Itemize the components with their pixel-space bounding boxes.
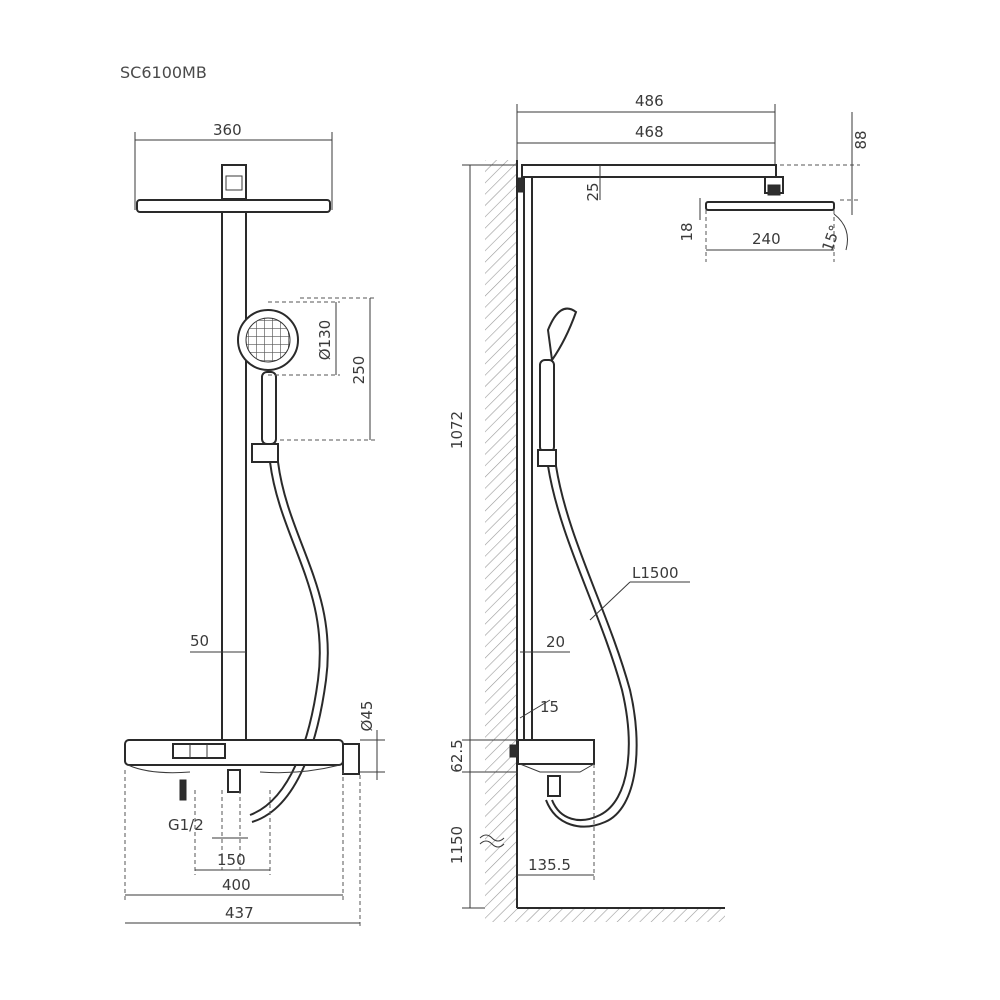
dim-hand-shower-height: 250	[350, 356, 368, 385]
dim-total-width: 437	[225, 904, 254, 922]
dim-connection: G1/2	[168, 816, 204, 834]
thermostat-shelf-front	[124, 739, 344, 766]
dim-hand-shower-diameter: Ø130	[316, 320, 334, 360]
floor	[485, 908, 725, 922]
hose-front	[249, 461, 321, 816]
dim-head-thickness: 18	[678, 222, 696, 241]
dim-inlet-spacing: 150	[217, 851, 246, 869]
shower-arm	[521, 164, 777, 178]
dim-head-offset: 88	[852, 130, 870, 149]
overhead-shower-front	[136, 199, 331, 213]
column-front	[221, 211, 247, 741]
dim-wall-offset: 135.5	[528, 856, 571, 874]
column-side	[523, 176, 533, 741]
hand-shower-holder	[251, 443, 279, 463]
model-title: SC6100MB	[120, 63, 207, 82]
dim-arm-outer: 486	[635, 92, 664, 110]
hose-side	[547, 465, 630, 821]
hand-shower-handle	[261, 371, 277, 445]
dim-shelf-height: Ø45	[358, 701, 376, 732]
dim-shelf-width: 400	[222, 876, 251, 894]
dim-arm-inner: 468	[635, 123, 664, 141]
overhead-shower-side	[705, 201, 835, 211]
dim-pipe-depth: 20	[546, 633, 565, 651]
inlet-fitting	[227, 769, 241, 793]
dim-head-width: 360	[213, 121, 242, 139]
thermostat-shelf-side	[517, 739, 595, 765]
dim-bracket-depth: 15	[540, 698, 559, 716]
dim-hose-length: L1500	[632, 564, 679, 582]
dim-head-width-side: 240	[752, 230, 781, 248]
wall	[485, 160, 517, 908]
side-view: 486 468 88 25 18 240 15° 1072	[448, 92, 870, 922]
hand-shower-side	[546, 307, 578, 363]
dim-shelf-thickness: 62.5	[448, 739, 466, 772]
dim-floor-height: 1150	[448, 826, 466, 864]
dim-arm-height: 25	[584, 182, 602, 201]
dim-column-height: 1072	[448, 411, 466, 449]
dim-pipe-width: 50	[190, 632, 209, 650]
control-buttons	[172, 743, 226, 759]
front-view: 360 Ø130 250 50	[124, 121, 385, 928]
dim-head-angle: 15°	[818, 223, 844, 254]
